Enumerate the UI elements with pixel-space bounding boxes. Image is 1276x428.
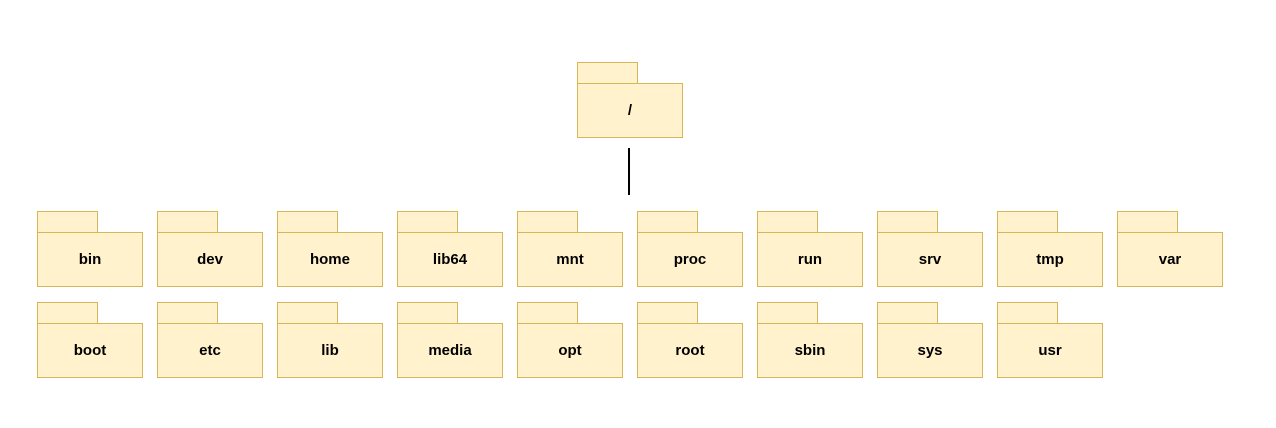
folder-tab <box>157 211 218 233</box>
folder-body: opt <box>517 323 623 378</box>
folder-body: home <box>277 232 383 287</box>
folder-root: root <box>637 302 743 378</box>
folder-tab <box>277 302 338 324</box>
folder-label: home <box>309 251 350 268</box>
folder-tab <box>997 302 1058 324</box>
folder-lib64: lib64 <box>397 211 503 287</box>
folder-body: dev <box>157 232 263 287</box>
folder-label: root <box>675 342 705 359</box>
folder-tab <box>157 302 218 324</box>
folder-label: mnt <box>556 251 584 268</box>
folder-label: run <box>797 251 823 268</box>
folder-label: sbin <box>794 342 826 359</box>
folder-etc: etc <box>157 302 263 378</box>
folder-tab <box>397 211 458 233</box>
folder-tab <box>997 211 1058 233</box>
folder-tab <box>1117 211 1178 233</box>
folder-body: bin <box>37 232 143 287</box>
folder-label: dev <box>197 251 223 268</box>
folder-body: lib64 <box>397 232 503 287</box>
folder-body: etc <box>157 323 263 378</box>
folder-label: opt <box>558 342 582 359</box>
folder-tab <box>517 211 578 233</box>
folder-root: / <box>577 62 683 138</box>
folder-tab <box>877 211 938 233</box>
folder-usr: usr <box>997 302 1103 378</box>
root-connector-line <box>628 148 630 195</box>
folder-lib: lib <box>277 302 383 378</box>
folder-label: media <box>428 342 472 359</box>
folder-body: proc <box>637 232 743 287</box>
folder-body: var <box>1117 232 1223 287</box>
folder-label: var <box>1158 251 1182 268</box>
folder-tab <box>397 302 458 324</box>
folder-tab <box>637 302 698 324</box>
folder-sbin: sbin <box>757 302 863 378</box>
folder-body: sys <box>877 323 983 378</box>
folder-boot: boot <box>37 302 143 378</box>
folder-media: media <box>397 302 503 378</box>
folder-label: lib64 <box>432 251 468 268</box>
folder-tab <box>877 302 938 324</box>
folder-mnt: mnt <box>517 211 623 287</box>
folder-tab <box>577 62 638 84</box>
folder-tab <box>37 211 98 233</box>
folder-label: usr <box>1038 342 1062 359</box>
folder-tab <box>37 302 98 324</box>
folder-tab <box>757 211 818 233</box>
folder-var: var <box>1117 211 1223 287</box>
folder-body: usr <box>997 323 1103 378</box>
folder-tab <box>277 211 338 233</box>
folder-srv: srv <box>877 211 983 287</box>
folder-home: home <box>277 211 383 287</box>
folder-run: run <box>757 211 863 287</box>
folder-label: proc <box>673 251 707 268</box>
folder-label: tmp <box>1036 251 1064 268</box>
folder-tmp: tmp <box>997 211 1103 287</box>
folder-body: srv <box>877 232 983 287</box>
folder-opt: opt <box>517 302 623 378</box>
folder-label: bin <box>78 251 102 268</box>
folder-label: etc <box>199 342 221 359</box>
folder-body: run <box>757 232 863 287</box>
folder-body: media <box>397 323 503 378</box>
folder-dev: dev <box>157 211 263 287</box>
folder-label: lib <box>321 342 339 359</box>
folder-body: mnt <box>517 232 623 287</box>
folder-label: / <box>627 102 633 119</box>
folder-tab <box>637 211 698 233</box>
folder-body: tmp <box>997 232 1103 287</box>
folder-proc: proc <box>637 211 743 287</box>
folder-body: sbin <box>757 323 863 378</box>
folder-body: root <box>637 323 743 378</box>
folder-label: srv <box>918 251 942 268</box>
folder-tab <box>757 302 818 324</box>
folder-bin: bin <box>37 211 143 287</box>
folder-body: lib <box>277 323 383 378</box>
folder-label: sys <box>917 342 943 359</box>
folder-body: / <box>577 83 683 138</box>
folder-body: boot <box>37 323 143 378</box>
folder-sys: sys <box>877 302 983 378</box>
folder-label: boot <box>73 342 107 359</box>
folder-tab <box>517 302 578 324</box>
